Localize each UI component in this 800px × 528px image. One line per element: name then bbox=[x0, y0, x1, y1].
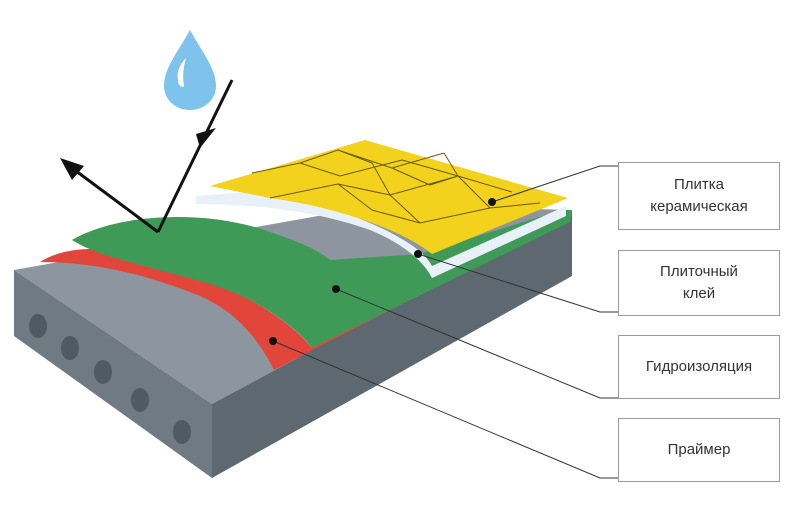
leader-line-tile bbox=[491, 165, 618, 203]
slab-side-face bbox=[212, 210, 572, 478]
label-tile-adhesive: Плиточный клей bbox=[618, 250, 780, 316]
slab-hole bbox=[61, 336, 79, 360]
slab-hole bbox=[29, 314, 47, 338]
waterproofing-top bbox=[72, 210, 572, 336]
leader-lines bbox=[272, 165, 618, 479]
reflected-arrow-icon bbox=[60, 158, 159, 234]
leader-line-waterproofing bbox=[335, 288, 618, 399]
slab-hole bbox=[131, 388, 149, 412]
leader-line-primer bbox=[272, 340, 618, 479]
slab-hole bbox=[94, 360, 112, 384]
water-drop-icon bbox=[164, 30, 216, 110]
leader-dot bbox=[332, 285, 340, 293]
leader-dots bbox=[269, 198, 496, 345]
incoming-arrow-icon bbox=[156, 79, 234, 233]
tile-grout-lines bbox=[251, 149, 541, 224]
leader-line-adhesive bbox=[417, 253, 618, 313]
leader-dot bbox=[269, 337, 277, 345]
leader-dot bbox=[488, 198, 496, 206]
label-ceramic-tile: Плитка керамическая bbox=[618, 162, 780, 230]
ceramic-tile-layer bbox=[210, 140, 568, 254]
leader-dot bbox=[414, 250, 422, 258]
water-drop-highlight bbox=[177, 58, 186, 87]
adhesive-layer bbox=[196, 192, 566, 278]
tile-surface bbox=[210, 140, 568, 254]
label-waterproofing: Гидроизоляция bbox=[618, 335, 780, 399]
slab-front-face bbox=[14, 270, 212, 478]
slab-hole bbox=[173, 420, 191, 444]
label-primer: Праймер bbox=[618, 418, 780, 482]
